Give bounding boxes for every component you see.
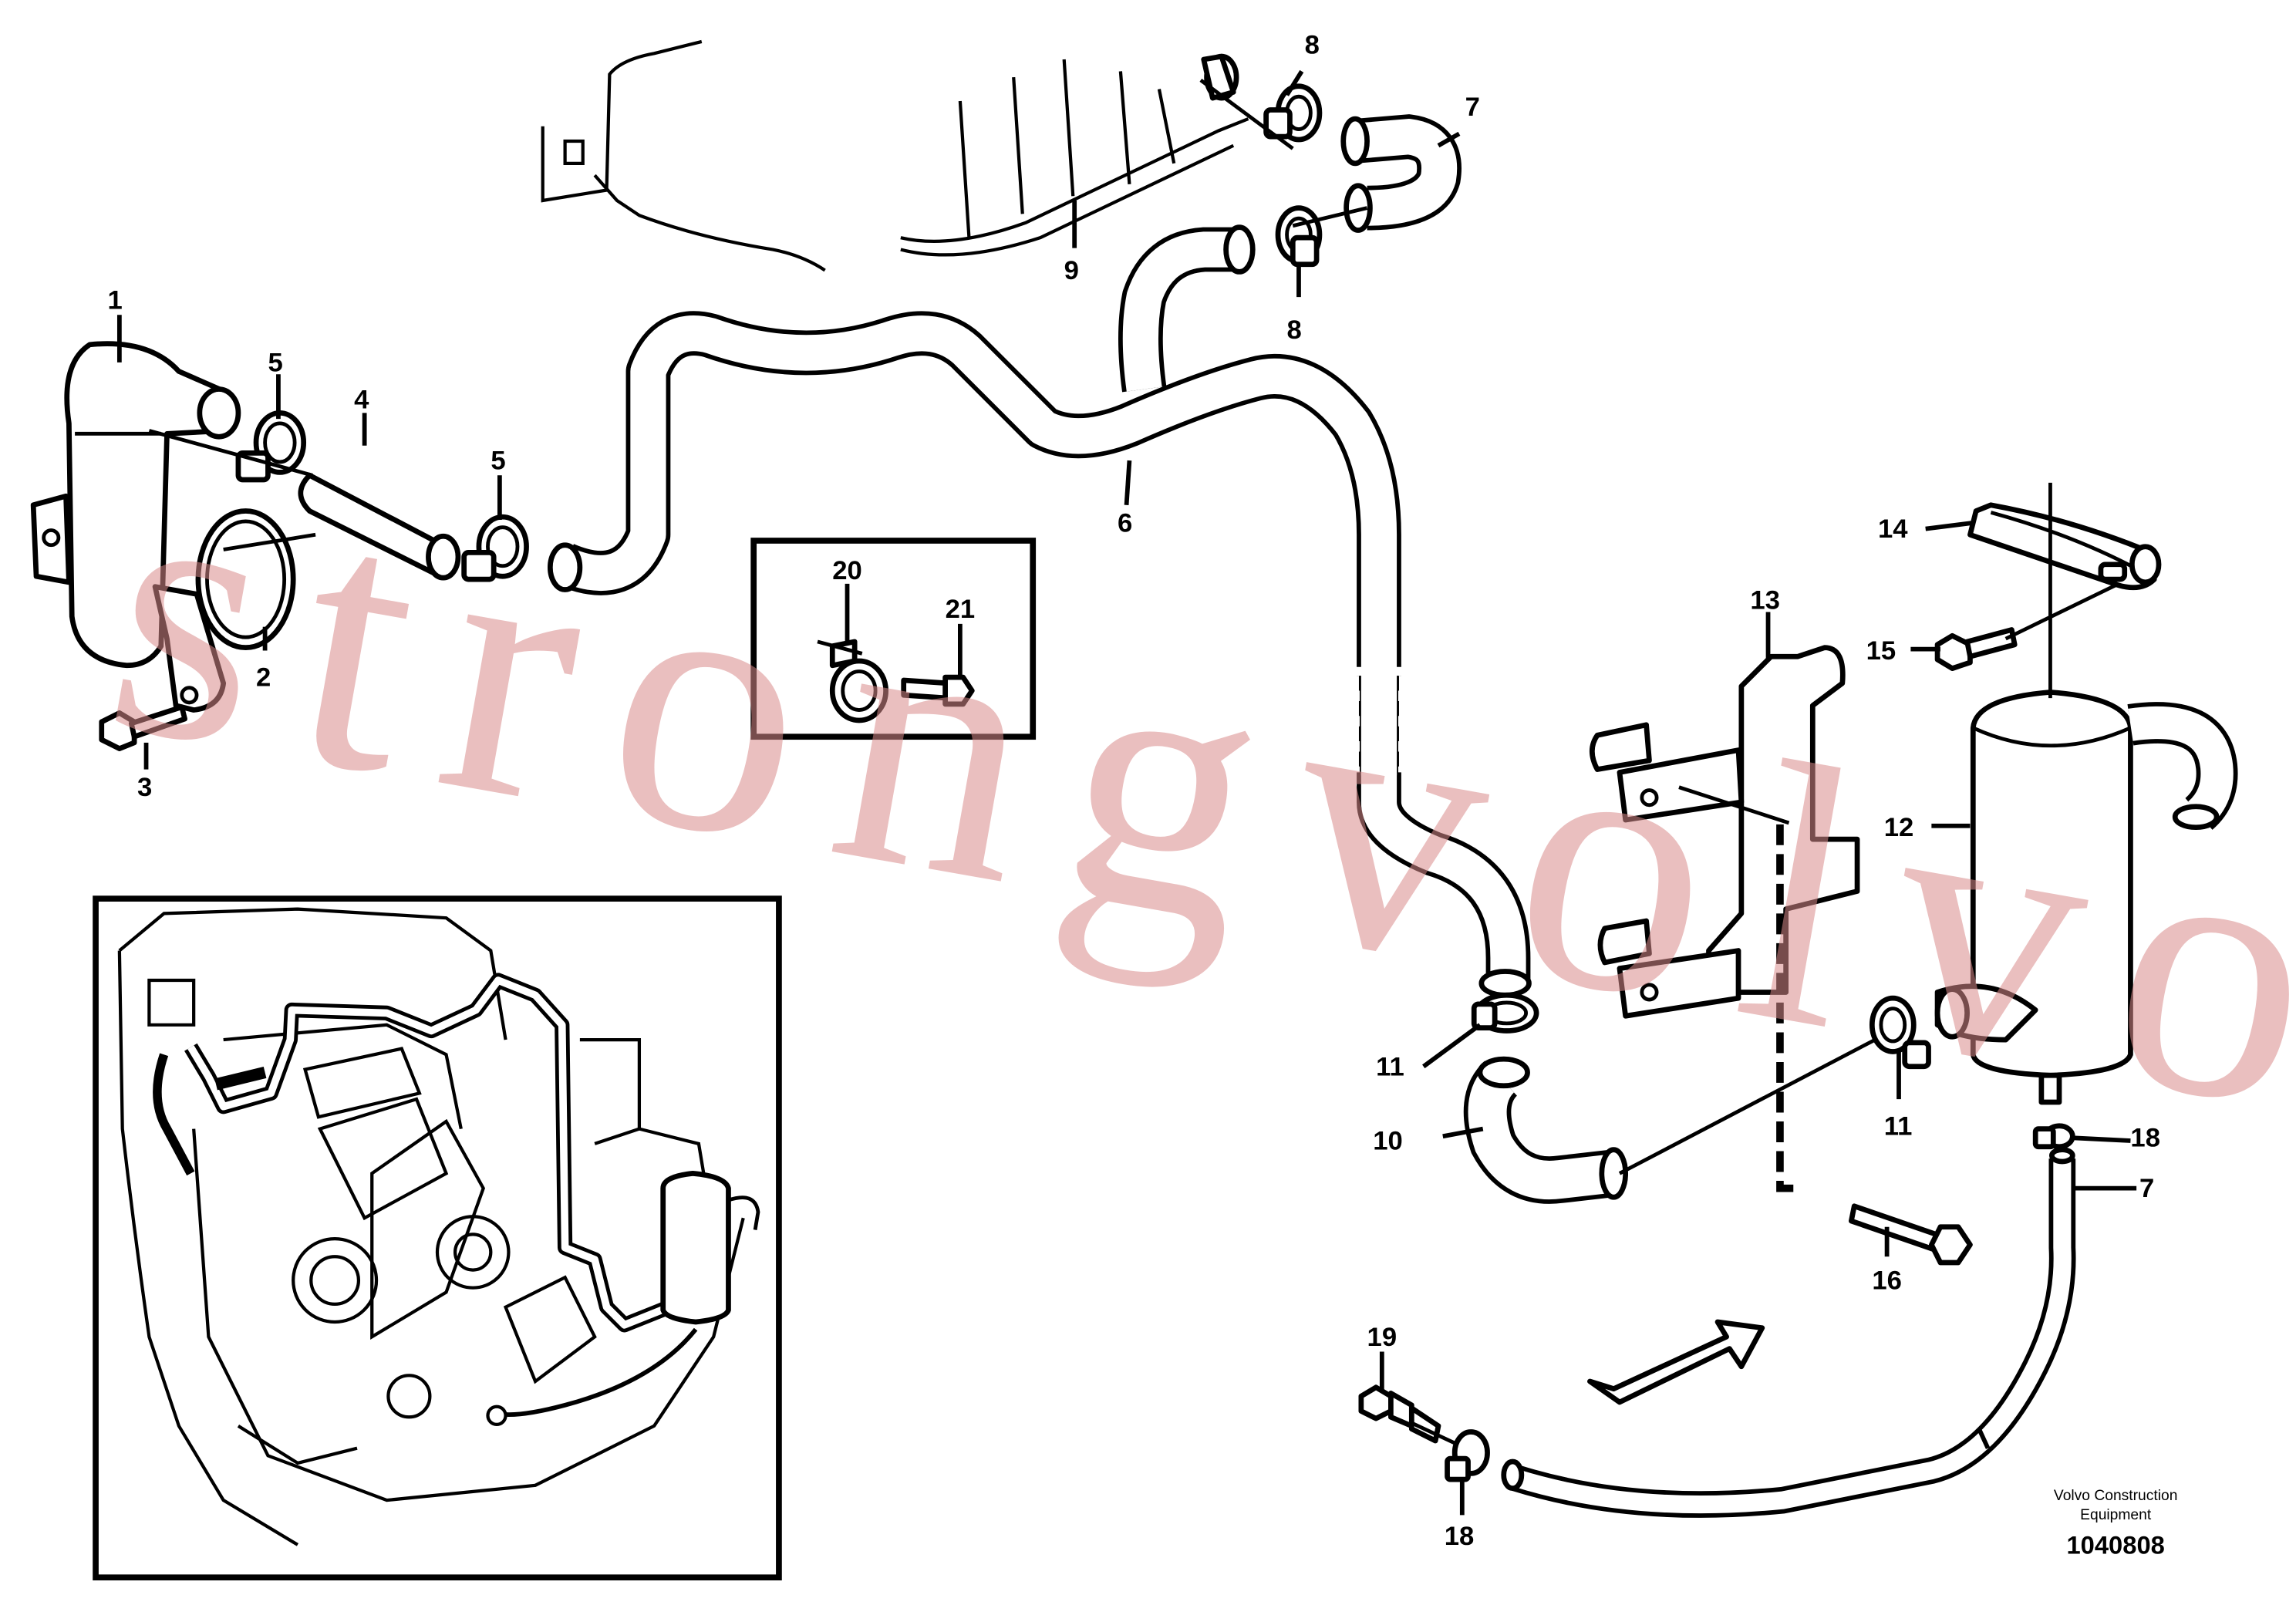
bolt-16 xyxy=(1849,1203,1973,1266)
callout-7b: 7 xyxy=(2139,1174,2154,1203)
callout-3: 3 xyxy=(137,773,152,802)
callout-10: 10 xyxy=(1373,1127,1403,1156)
hose-clamp-5b xyxy=(461,514,529,582)
callout-18a: 18 xyxy=(2130,1124,2160,1153)
callout-8a: 8 xyxy=(1305,30,1320,59)
bolt-21 xyxy=(901,674,975,707)
hose-clamp-11b xyxy=(1869,995,1931,1070)
drawing-footer: Volvo Construction Equipment 1040808 xyxy=(2054,1488,2178,1559)
engine-cover xyxy=(541,39,1249,272)
drain-hose-7 xyxy=(1501,1147,2076,1518)
callout-18b: 18 xyxy=(1445,1522,1475,1551)
callout-16: 16 xyxy=(1872,1266,1902,1296)
direction-arrow xyxy=(1587,1319,1765,1405)
callout-8b: 8 xyxy=(1287,315,1302,345)
callout-21: 21 xyxy=(946,595,976,624)
callout-2: 2 xyxy=(256,663,271,693)
leader-lines xyxy=(116,69,2137,1516)
detail-box xyxy=(750,538,1037,740)
callout-5a: 5 xyxy=(268,348,282,377)
callout-12: 12 xyxy=(1884,813,1914,842)
callout-6: 6 xyxy=(1118,508,1132,538)
callout-11b: 11 xyxy=(1884,1111,1913,1141)
engine-overview-inset xyxy=(93,895,782,1581)
callout-14: 14 xyxy=(1878,514,1908,544)
elbow-hose-10 xyxy=(1463,1056,1629,1204)
p-clip-20 xyxy=(817,639,888,723)
strap-band-14 xyxy=(1967,502,2162,591)
callout-9: 9 xyxy=(1064,256,1079,285)
bolt-15 xyxy=(1934,627,2018,671)
callout-11a: 11 xyxy=(1376,1052,1404,1081)
hose-clamp-11a xyxy=(1471,992,1539,1034)
callout-15: 15 xyxy=(1866,636,1896,666)
callout-20: 20 xyxy=(832,556,862,585)
manufacturer-line1: Volvo Construction xyxy=(2054,1488,2178,1504)
hose-4 xyxy=(298,472,461,581)
manufacturer-line2: Equipment xyxy=(2080,1507,2152,1523)
hose-clamp-18a xyxy=(2032,1123,2075,1150)
callout-labels: 1 5 4 5 2 3 6 8 8 7 9 20 21 13 14 15 12 … xyxy=(107,30,2160,1551)
hose-clamp-8b xyxy=(1275,205,1323,268)
callout-4: 4 xyxy=(354,386,369,415)
breather-housing xyxy=(30,341,241,713)
drawing-number: 1040808 xyxy=(2066,1530,2164,1559)
bolt-3 xyxy=(99,704,187,751)
hose-clamp-5a xyxy=(235,410,307,483)
hose-clamp-18b xyxy=(1445,1429,1490,1482)
callout-13: 13 xyxy=(1750,586,1780,615)
o-ring xyxy=(195,508,296,651)
separator-canister-12 xyxy=(1934,690,2238,1105)
callout-19: 19 xyxy=(1367,1323,1397,1352)
callout-5b: 5 xyxy=(491,447,505,476)
breather-pipe-6 xyxy=(547,224,1532,998)
callout-7a: 7 xyxy=(1465,93,1480,122)
elbow-hose-7 xyxy=(1201,53,1462,233)
callout-1: 1 xyxy=(107,286,122,315)
